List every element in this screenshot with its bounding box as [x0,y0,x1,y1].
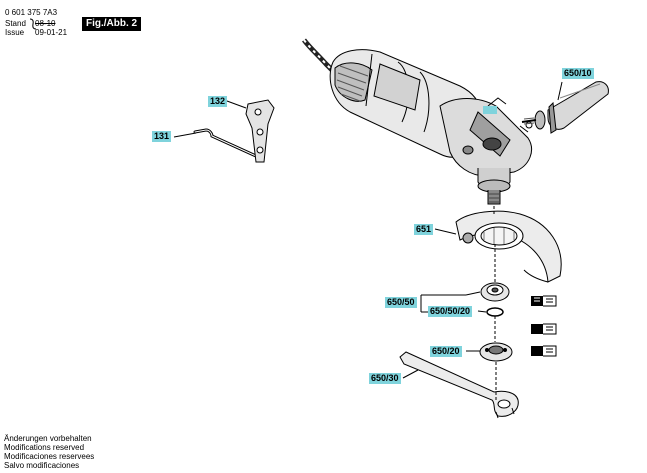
gear-head [439,97,533,205]
side-handle [521,81,609,134]
pin-spanner [399,351,519,419]
document-number: 0 601 375 7A3 [5,8,58,17]
leader-650-50-20 [477,310,487,313]
book-icon [531,345,557,357]
wheel-guard [455,210,562,283]
part-label-131[interactable]: 131 [152,131,172,142]
clamping-nut [479,342,513,362]
angle-grinder-body [329,49,481,158]
power-cord-texture [303,39,341,79]
footer-line: Änderungen vorbehalten [4,434,92,443]
clamping-flange [480,282,510,302]
part-marker-tag [483,106,497,114]
footer-line: Modificaciones reservees [4,452,95,461]
leader-650-50 [465,291,481,296]
part-label-650-10[interactable]: 650/10 [562,68,594,79]
book-icon [531,323,557,335]
part-label-650-50[interactable]: 650/50 [385,297,417,308]
part-label-650-50-20[interactable]: 650/50/20 [428,306,473,317]
part-label-651[interactable]: 651 [414,224,434,235]
issue-value: 09-01-21 [35,28,68,37]
part-label-132[interactable]: 132 [208,96,228,107]
book-icon [531,295,557,307]
leader-651 [434,228,457,235]
stand-label: Stand [5,19,26,28]
mounting-bracket [245,99,275,163]
leader-650-10 [557,81,563,101]
footer-line: Modifications reserved [4,443,85,452]
part-label-650-30[interactable]: 650/30 [369,373,401,384]
issue-label: Issue [5,28,25,37]
leader-131 [173,132,197,138]
leader-132 [226,100,247,109]
leader-650-30 [402,369,419,379]
footer-notes: Änderungen vorbehalten Modifications res… [4,434,94,470]
figure-title: Fig./Abb. 2 [82,17,142,31]
o-ring [486,307,504,317]
part-label-650-20[interactable]: 650/20 [430,346,462,357]
stand-value: 08-10 [35,19,56,28]
footer-line: Salvo modificaciones [4,461,80,470]
stand-brace [29,18,37,30]
